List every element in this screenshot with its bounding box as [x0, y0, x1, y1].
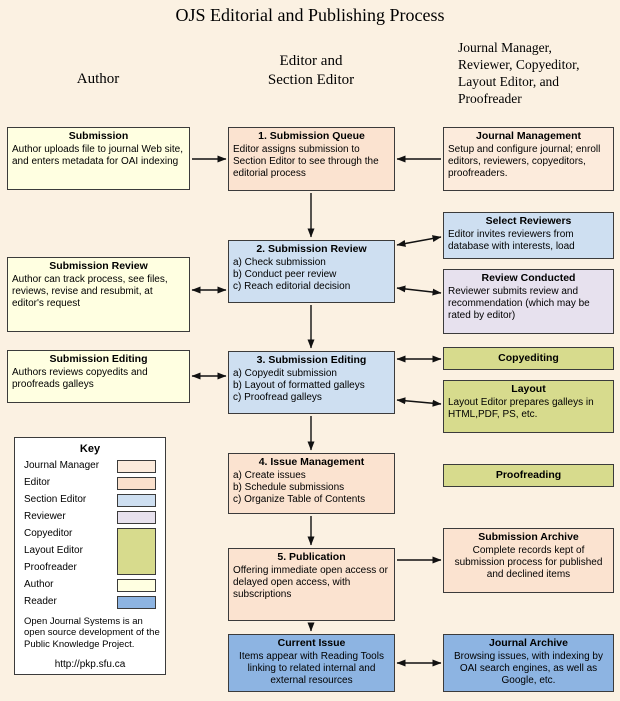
box-copyediting: Copyediting — [443, 347, 614, 370]
box-body: Author uploads file to journal Web site,… — [12, 143, 184, 167]
box-title: Current Issue — [277, 637, 346, 649]
box-body: Author can track process, see files, rev… — [12, 273, 168, 309]
box-title: 5. Publication — [277, 551, 346, 563]
box-title: Select Reviewers — [485, 215, 572, 227]
legend-swatch-reader — [117, 596, 156, 609]
arrow-review-and-review-conducted — [396, 285, 442, 296]
box-title: Journal Management — [475, 130, 582, 142]
box-submission: Submission Author uploads file to journa… — [7, 127, 190, 190]
legend: Key Journal Manager Editor Section Edito… — [14, 437, 166, 675]
legend-swatch-copyeditor-layout-proofreader — [117, 528, 156, 575]
box-body: Setup and configure journal; enroll edit… — [448, 143, 601, 179]
box-title: 2. Submission Review — [256, 243, 367, 255]
box-body: Authors reviews copyedits and proofreads… — [12, 366, 148, 390]
legend-label-reviewer: Reviewer — [24, 511, 66, 522]
box-body: a) Copyedit submission b) Layout of form… — [233, 367, 365, 403]
box-current-issue: Current Issue Items appear with Reading … — [228, 634, 395, 692]
box-title: Submission Archive — [478, 531, 579, 543]
box-publication: 5. Publication Offering immediate open a… — [228, 548, 395, 621]
box-body: Editor invites reviewers from database w… — [448, 228, 575, 252]
box-title: Submission Editing — [49, 353, 148, 365]
legend-note: Open Journal Systems is an open source d… — [24, 616, 160, 650]
legend-label-reader: Reader — [24, 596, 57, 607]
box-journal-archive: Journal Archive Browsing issues, with in… — [443, 634, 614, 692]
legend-swatch-section-editor — [117, 494, 156, 507]
box-body: Layout Editor prepares galleys in HTML,P… — [448, 396, 594, 420]
box-submission-queue: 1. Submission Queue Editor assigns submi… — [228, 127, 395, 191]
box-body: Items appear with Reading Tools linking … — [239, 650, 384, 686]
box-title: Journal Archive — [489, 637, 568, 649]
box-body: Complete records kept of submission proc… — [454, 544, 603, 580]
box-title: Submission Review — [49, 260, 148, 272]
legend-label-editor: Editor — [24, 477, 51, 488]
box-title: Submission — [68, 130, 129, 142]
legend-swatch-author — [117, 579, 156, 592]
box-body: a) Create issues b) Schedule submissions… — [233, 469, 366, 505]
legend-label-section-editor: Section Editor — [24, 494, 87, 505]
box-author-submission-editing: Submission Editing Authors reviews copye… — [7, 350, 190, 403]
legend-title: Key — [79, 443, 101, 455]
arrow-review-and-select-reviewers — [396, 235, 442, 247]
box-title: Proofreading — [495, 468, 562, 481]
column-header-manager: Journal Manager, Reviewer, Copyeditor, L… — [458, 40, 580, 106]
diagram-title: OJS Editorial and Publishing Process — [175, 5, 445, 25]
legend-swatch-reviewer — [117, 511, 156, 524]
box-submission-archive: Submission Archive Complete records kept… — [443, 528, 614, 593]
legend-label-layout-editor: Layout Editor — [24, 545, 83, 556]
legend-swatch-journal-manager — [117, 460, 156, 473]
box-title: 1. Submission Queue — [258, 130, 365, 142]
box-issue-management: 4. Issue Management a) Create issues b) … — [228, 453, 395, 514]
legend-label-proofreader: Proofreader — [24, 562, 77, 573]
box-journal-management: Journal Management Setup and configure j… — [443, 127, 614, 191]
box-body: Reviewer submits review and recommendati… — [448, 285, 590, 321]
pkp-url: http://pkp.sfu.ca — [54, 659, 126, 670]
box-title: Copyediting — [498, 351, 559, 364]
box-layout: Layout Layout Editor prepares galleys in… — [443, 380, 614, 433]
box-review-conducted: Review Conducted Reviewer submits review… — [443, 269, 614, 334]
box-body: Offering immediate open access or delaye… — [233, 564, 388, 600]
box-body: a) Check submission b) Conduct peer revi… — [233, 256, 351, 292]
arrow-editing-and-layout — [396, 397, 442, 407]
column-header-author: Author — [76, 71, 120, 87]
box-select-reviewers: Select Reviewers Editor invites reviewer… — [443, 212, 614, 259]
column-header-editor: Editor and Section Editor — [267, 53, 355, 88]
box-body: Browsing issues, with indexing by OAI se… — [454, 650, 603, 686]
box-body: Editor assigns submission to Section Edi… — [233, 143, 379, 179]
legend-label-journal-manager: Journal Manager — [24, 460, 100, 471]
legend-swatch-editor — [117, 477, 156, 490]
box-submission-review: 2. Submission Review a) Check submission… — [228, 240, 395, 303]
legend-label-copyeditor: Copyeditor — [24, 528, 73, 539]
box-title: 3. Submission Editing — [256, 354, 367, 366]
box-title: Review Conducted — [481, 272, 576, 284]
box-title: 4. Issue Management — [258, 456, 365, 468]
box-proofreading: Proofreading — [443, 464, 614, 487]
legend-label-author: Author — [24, 579, 54, 590]
box-submission-editing: 3. Submission Editing a) Copyedit submis… — [228, 351, 395, 414]
box-title: Layout — [511, 383, 546, 395]
box-author-submission-review: Submission Review Author can track proce… — [7, 257, 190, 332]
